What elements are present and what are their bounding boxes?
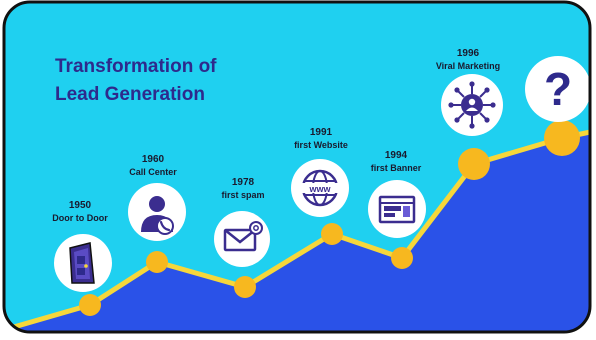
milestone-label-1950: Door to Door xyxy=(52,213,108,223)
milestone-label-1991: first Website xyxy=(294,140,348,150)
milestone-year-1994: 1994 xyxy=(385,150,408,161)
milestone-dot-1996 xyxy=(458,148,490,180)
milestone-label-1978: first spam xyxy=(221,190,264,200)
milestone-dot-1994 xyxy=(391,247,413,269)
milestone-year-1996: 1996 xyxy=(457,48,480,59)
milestone-dot-1991 xyxy=(321,223,343,245)
banner-ad-icon xyxy=(368,180,426,238)
svg-text:www: www xyxy=(308,184,331,194)
milestone-year-1950: 1950 xyxy=(69,200,92,211)
www-globe-icon: www xyxy=(291,159,349,217)
milestone-dot-1960 xyxy=(146,251,168,273)
slide-frame xyxy=(2,0,592,334)
email-spam-icon xyxy=(214,211,270,267)
title-line-1: Transformation of xyxy=(55,56,217,77)
call-center-icon xyxy=(128,183,186,241)
milestone-dot-1950 xyxy=(79,294,101,316)
milestone-dot-future xyxy=(544,120,580,156)
svg-text:?: ? xyxy=(544,63,572,115)
milestone-label-1994: first Banner xyxy=(371,163,422,173)
door-icon xyxy=(54,234,112,292)
title-line-2: Lead Generation xyxy=(55,84,205,105)
milestone-year-1960: 1960 xyxy=(142,154,165,165)
growth-area xyxy=(4,132,590,332)
milestone-dot-1978 xyxy=(234,276,256,298)
viral-network-icon xyxy=(441,74,503,136)
milestone-year-1991: 1991 xyxy=(310,127,333,138)
question-mark-icon: ? xyxy=(525,56,591,122)
milestone-year-1978: 1978 xyxy=(232,177,255,188)
milestone-label-1960: Call Center xyxy=(129,167,177,177)
milestone-label-1996: Viral Marketing xyxy=(436,61,500,71)
